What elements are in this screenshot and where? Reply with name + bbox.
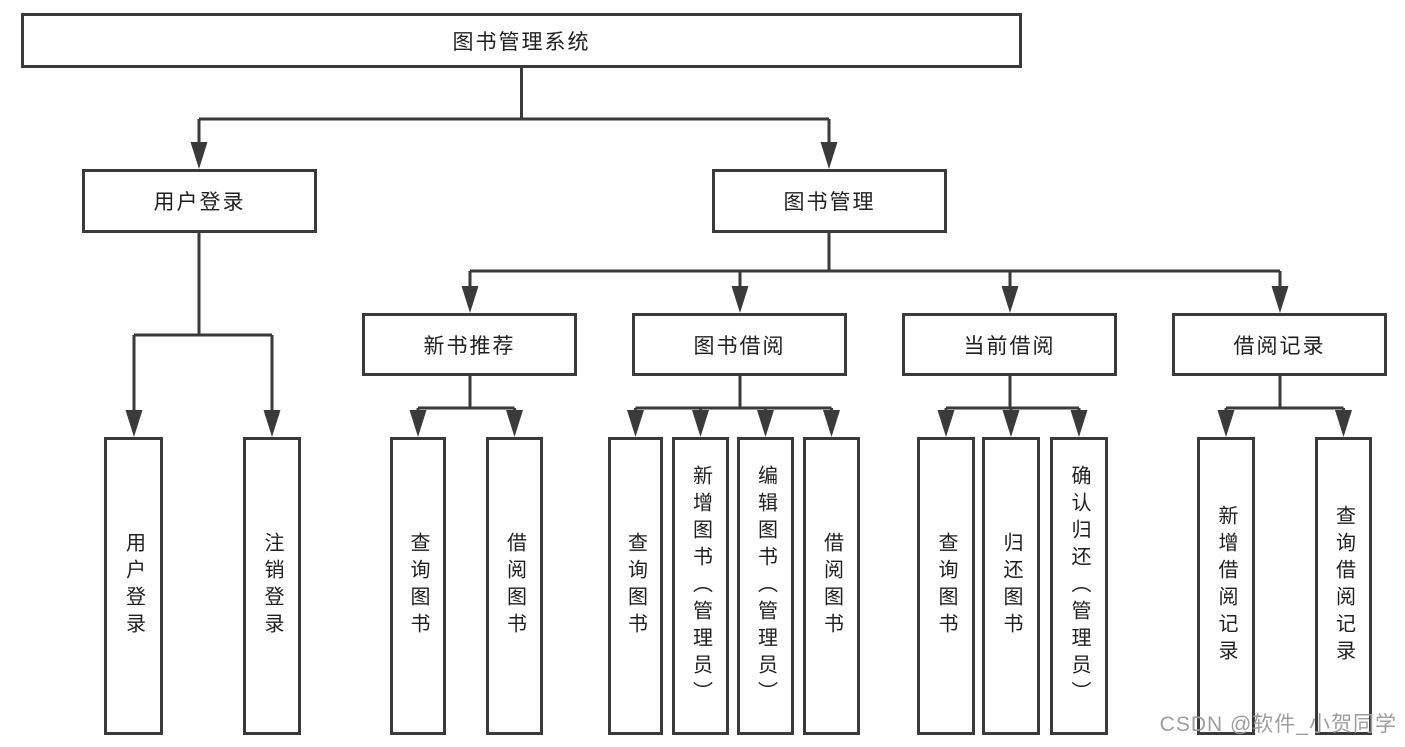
leaf-user-login: 用户登录 [104,437,163,735]
node-book-management: 图书管理 [712,169,947,233]
leaf-logout-label: 注销登录 [261,532,283,640]
connector-userlogin-to-leaves [132,233,274,418]
leaf-add-books-admin-label: 新增图书（管理员） [689,464,712,708]
connector-records-to-leaves [1224,376,1345,418]
leaf-add-borrow-record-label: 新增借阅记录 [1215,505,1237,667]
node-current-borrow: 当前借阅 [902,313,1117,376]
leaf-logout: 注销登录 [243,437,301,735]
leaf-confirm-return-admin: 确认归还（管理员） [1050,437,1108,735]
leaf-edit-books-admin-label: 编辑图书（管理员） [754,464,777,708]
node-borrow-records: 借阅记录 [1172,313,1387,376]
leaf-query-borrow-record-label: 查询借阅记录 [1332,505,1355,667]
connector-current-to-leaves [944,376,1081,418]
leaf-borrow-books-recommend-label: 借阅图书 [503,532,526,640]
node-user-login-label: 用户登录 [153,191,246,214]
node-book-borrow-label: 图书借阅 [693,334,786,358]
node-user-login: 用户登录 [82,169,317,233]
leaf-query-books-recommend: 查询图书 [390,437,446,735]
leaf-borrow-books-label: 借阅图书 [820,532,843,640]
node-library-system-label: 图书管理系统 [452,30,591,54]
node-new-book-recommend: 新书推荐 [362,313,577,376]
leaf-return-books: 归还图书 [982,437,1040,735]
node-new-book-recommend-label: 新书推荐 [423,334,516,358]
csdn-watermark: CSDN @软件_小贺同学 [1159,713,1397,736]
leaf-query-books-current: 查询图书 [917,437,975,735]
leaf-confirm-return-admin-label: 确认归还（管理员） [1068,464,1090,708]
connector-borrow-to-leaves [634,376,833,418]
connector-root-to-level2 [197,68,831,147]
leaf-add-books-admin: 新增图书（管理员） [672,437,729,735]
leaf-edit-books-admin: 编辑图书（管理员） [737,437,794,735]
node-library-system: 图书管理系统 [21,13,1022,68]
leaf-user-login-label: 用户登录 [122,532,145,640]
leaf-query-books-borrow-label: 查询图书 [624,532,647,640]
leaf-query-borrow-record: 查询借阅记录 [1315,437,1372,735]
leaf-query-books-current-label: 查询图书 [935,532,957,640]
leaf-borrow-books-recommend: 借阅图书 [486,437,543,735]
leaf-add-borrow-record: 新增借阅记录 [1197,437,1255,735]
node-book-management-label: 图书管理 [783,191,876,214]
node-borrow-records-label: 借阅记录 [1233,334,1326,358]
leaf-query-books-borrow: 查询图书 [608,437,663,735]
leaf-query-books-recommend-label: 查询图书 [407,532,429,640]
node-current-borrow-label: 当前借阅 [963,334,1056,358]
connector-newbook-to-leaves [416,376,516,418]
node-book-borrow: 图书借阅 [632,313,847,376]
leaf-borrow-books: 借阅图书 [803,437,860,735]
leaf-return-books-label: 归还图书 [1000,532,1022,640]
connector-bookmgmt-to-level3 [468,233,1282,291]
